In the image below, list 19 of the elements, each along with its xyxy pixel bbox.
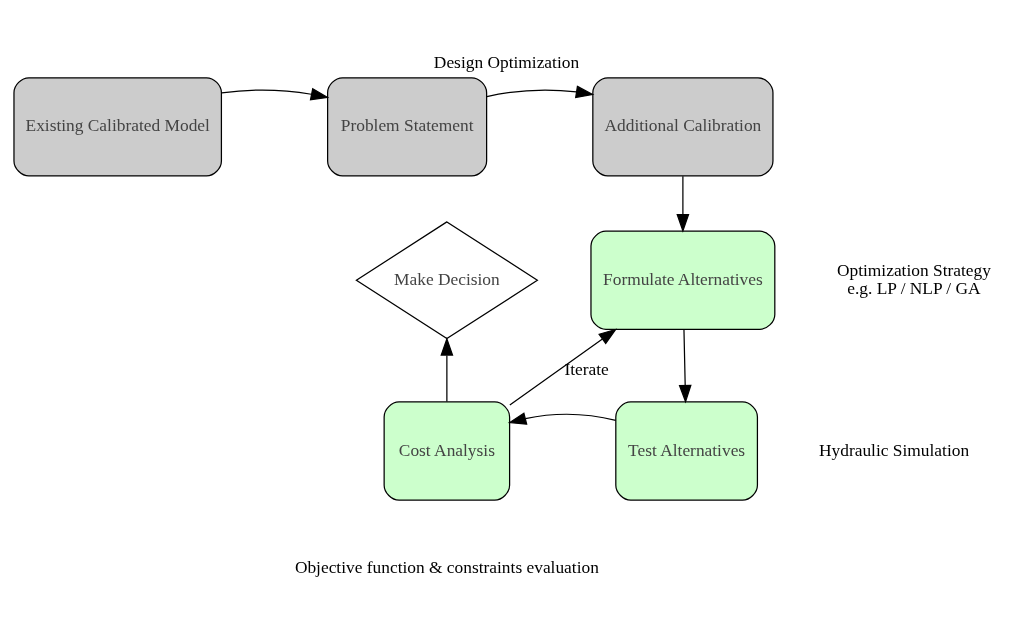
arrow [220, 87, 329, 101]
node-box: Cost Analysis [383, 400, 510, 501]
arrow [675, 175, 689, 233]
node-box: Additional Calibration [591, 76, 774, 177]
node-box: Test Alternatives [614, 400, 758, 501]
arrow [508, 327, 617, 406]
edge-label: Iterate [563, 359, 609, 379]
arrow [678, 328, 692, 403]
node-label: Objective function & constraints evaluation [294, 557, 599, 577]
arrow [507, 411, 616, 425]
node-label: Optimization Strategy [836, 260, 991, 280]
node-box: Formulate Alternatives [589, 230, 775, 330]
node-label: Hydraulic Simulation [818, 440, 969, 460]
node-box: Problem Statement [326, 76, 487, 177]
arrow [439, 336, 453, 402]
node-box: Existing Calibrated Model [12, 76, 222, 177]
node-diamond: Make Decision [354, 220, 538, 339]
diagram-title: Design Optimization [433, 52, 579, 72]
arrow [485, 84, 594, 98]
